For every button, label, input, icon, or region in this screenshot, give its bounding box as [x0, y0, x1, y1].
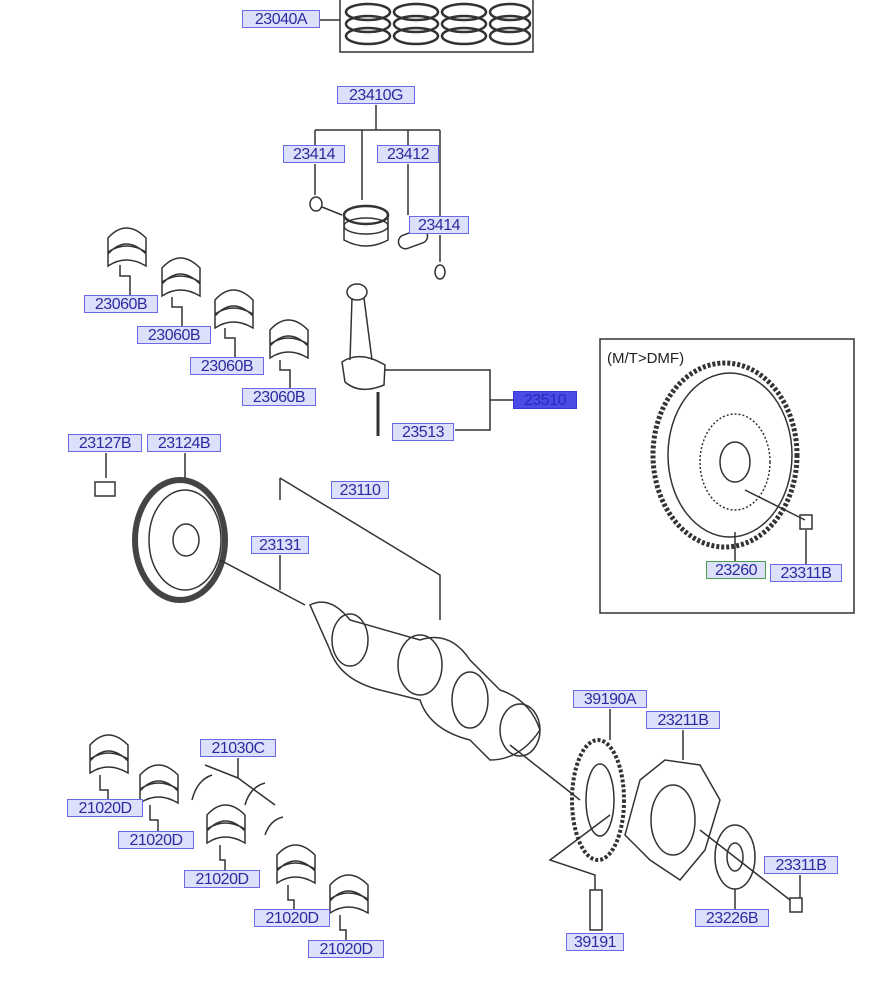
- part-label-23110[interactable]: 23110: [331, 481, 389, 499]
- drive-plate-drawing: [548, 709, 803, 931]
- part-label-23131[interactable]: 23131: [251, 536, 309, 554]
- part-label-23060b[interactable]: 23060B: [137, 326, 211, 344]
- part-label-23060b[interactable]: 23060B: [242, 388, 316, 406]
- part-label-23260[interactable]: 23260: [706, 561, 766, 579]
- part-label-23211b[interactable]: 23211B: [646, 711, 720, 729]
- part-label-21020d[interactable]: 21020D: [184, 870, 260, 888]
- part-label-21030c[interactable]: 21030C: [200, 739, 276, 757]
- part-label-39190a[interactable]: 39190A: [573, 690, 647, 708]
- part-label-23311b[interactable]: 23311B: [764, 856, 838, 874]
- part-label-21020d[interactable]: 21020D: [118, 831, 194, 849]
- part-label-23060b[interactable]: 23060B: [190, 357, 264, 375]
- part-label-23510-selected[interactable]: 23510: [513, 391, 577, 409]
- part-label-21020d[interactable]: 21020D: [254, 909, 330, 927]
- part-label-23060b[interactable]: 23060B: [84, 295, 158, 313]
- part-label-23414[interactable]: 23414: [283, 145, 345, 163]
- part-label-23226b[interactable]: 23226B: [695, 909, 769, 927]
- part-label-23311b[interactable]: 23311B: [770, 564, 842, 582]
- part-label-23124b[interactable]: 23124B: [147, 434, 221, 452]
- part-label-23040a[interactable]: 23040A: [242, 10, 320, 28]
- connecting-rod-drawing: [341, 283, 513, 436]
- main-bearing-shells-lower: [89, 734, 369, 940]
- part-label-39191[interactable]: 39191: [566, 933, 624, 951]
- part-label-23412[interactable]: 23412: [377, 145, 439, 163]
- crankshaft-drawing: [279, 477, 581, 801]
- part-label-23410g[interactable]: 23410G: [337, 86, 415, 104]
- part-label-21020d[interactable]: 21020D: [67, 799, 143, 817]
- part-label-23127b[interactable]: 23127B: [68, 434, 142, 452]
- crankshaft-pulley-drawing: [94, 453, 306, 606]
- part-label-23513[interactable]: 23513: [392, 423, 454, 441]
- part-label-21020d[interactable]: 21020D: [308, 940, 384, 958]
- dmf-group-note: (M/T>DMF): [607, 350, 685, 367]
- dmf-group-box: [599, 338, 855, 614]
- piston-ring-set-drawing: [320, 0, 534, 53]
- part-label-23414[interactable]: 23414: [409, 216, 469, 234]
- main-bearing-shells-upper: [107, 227, 309, 388]
- piston-leader-lines: [314, 105, 441, 262]
- piston-drawing: [309, 196, 446, 280]
